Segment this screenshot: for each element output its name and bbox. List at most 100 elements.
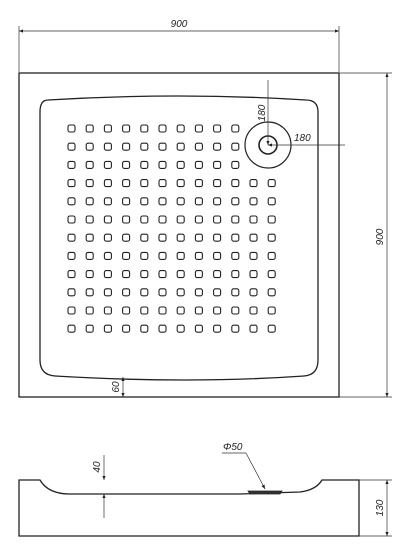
anti-slip-stud: [231, 142, 240, 151]
side-view: 40 Φ50 130: [18, 442, 392, 537]
anti-slip-stud: [103, 142, 112, 151]
anti-slip-stud: [213, 179, 222, 188]
anti-slip-stud: [85, 142, 94, 151]
anti-slip-stud: [249, 288, 258, 297]
anti-slip-stud: [267, 288, 276, 297]
anti-slip-studs: [67, 124, 276, 333]
anti-slip-stud: [267, 197, 276, 206]
anti-slip-stud: [267, 233, 276, 242]
anti-slip-stud: [231, 124, 240, 133]
anti-slip-stud: [194, 179, 203, 188]
anti-slip-stud: [176, 142, 185, 151]
anti-slip-stud: [231, 215, 240, 224]
anti-slip-stud: [85, 160, 94, 169]
anti-slip-stud: [231, 179, 240, 188]
anti-slip-stud: [140, 197, 149, 206]
anti-slip-stud: [67, 124, 76, 133]
anti-slip-stud: [158, 142, 167, 151]
anti-slip-stud: [176, 288, 185, 297]
anti-slip-stud: [103, 288, 112, 297]
anti-slip-stud: [194, 197, 203, 206]
anti-slip-stud: [67, 306, 76, 315]
anti-slip-stud: [176, 124, 185, 133]
anti-slip-stud: [158, 306, 167, 315]
tray-inner-basin: [39, 95, 319, 381]
anti-slip-stud: [140, 324, 149, 333]
anti-slip-stud: [213, 324, 222, 333]
anti-slip-stud: [140, 179, 149, 188]
anti-slip-stud: [140, 288, 149, 297]
anti-slip-stud: [249, 251, 258, 260]
anti-slip-stud: [103, 179, 112, 188]
anti-slip-stud: [85, 215, 94, 224]
anti-slip-stud: [176, 215, 185, 224]
anti-slip-stud: [213, 270, 222, 279]
anti-slip-stud: [176, 233, 185, 242]
side-profile: [18, 479, 360, 537]
anti-slip-stud: [158, 324, 167, 333]
anti-slip-stud: [67, 251, 76, 260]
anti-slip-stud: [122, 142, 131, 151]
anti-slip-stud: [158, 288, 167, 297]
anti-slip-stud: [249, 179, 258, 188]
anti-slip-stud: [213, 288, 222, 297]
anti-slip-stud: [267, 270, 276, 279]
anti-slip-stud: [176, 306, 185, 315]
anti-slip-stud: [122, 306, 131, 315]
anti-slip-stud: [67, 179, 76, 188]
anti-slip-stud: [122, 324, 131, 333]
anti-slip-stud: [194, 215, 203, 224]
anti-slip-stud: [267, 215, 276, 224]
anti-slip-stud: [140, 160, 149, 169]
anti-slip-stud: [176, 251, 185, 260]
anti-slip-stud: [194, 251, 203, 260]
anti-slip-stud: [231, 270, 240, 279]
anti-slip-stud: [158, 124, 167, 133]
anti-slip-stud: [194, 288, 203, 297]
width-label: 900: [171, 19, 188, 30]
anti-slip-stud: [249, 324, 258, 333]
anti-slip-stud: [158, 197, 167, 206]
anti-slip-stud: [213, 142, 222, 151]
anti-slip-stud: [158, 179, 167, 188]
anti-slip-stud: [231, 324, 240, 333]
anti-slip-stud: [194, 270, 203, 279]
anti-slip-stud: [213, 306, 222, 315]
step-height-label: 40: [92, 461, 103, 473]
anti-slip-stud: [213, 160, 222, 169]
anti-slip-stud: [67, 215, 76, 224]
anti-slip-stud: [67, 160, 76, 169]
tray-outer-outline: [18, 72, 340, 398]
anti-slip-stud: [67, 197, 76, 206]
anti-slip-stud: [85, 179, 94, 188]
anti-slip-stud: [194, 324, 203, 333]
anti-slip-stud: [249, 270, 258, 279]
anti-slip-stud: [158, 160, 167, 169]
anti-slip-stud: [85, 251, 94, 260]
anti-slip-stud: [67, 233, 76, 242]
anti-slip-stud: [267, 179, 276, 188]
anti-slip-stud: [103, 324, 112, 333]
anti-slip-stud: [85, 270, 94, 279]
anti-slip-stud: [103, 197, 112, 206]
anti-slip-stud: [122, 270, 131, 279]
total-height-label: 130: [375, 499, 386, 516]
anti-slip-stud: [267, 306, 276, 315]
anti-slip-stud: [85, 124, 94, 133]
anti-slip-stud: [267, 251, 276, 260]
anti-slip-stud: [213, 124, 222, 133]
anti-slip-stud: [122, 124, 131, 133]
anti-slip-stud: [67, 142, 76, 151]
anti-slip-stud: [213, 197, 222, 206]
anti-slip-stud: [249, 233, 258, 242]
anti-slip-stud: [85, 306, 94, 315]
anti-slip-stud: [103, 306, 112, 315]
anti-slip-stud: [140, 233, 149, 242]
anti-slip-stud: [122, 233, 131, 242]
anti-slip-stud: [267, 324, 276, 333]
anti-slip-stud: [231, 306, 240, 315]
anti-slip-stud: [85, 233, 94, 242]
top-view: 180 180 900 900 60: [18, 19, 392, 398]
anti-slip-stud: [103, 251, 112, 260]
drain-diameter-leader: [245, 452, 266, 490]
